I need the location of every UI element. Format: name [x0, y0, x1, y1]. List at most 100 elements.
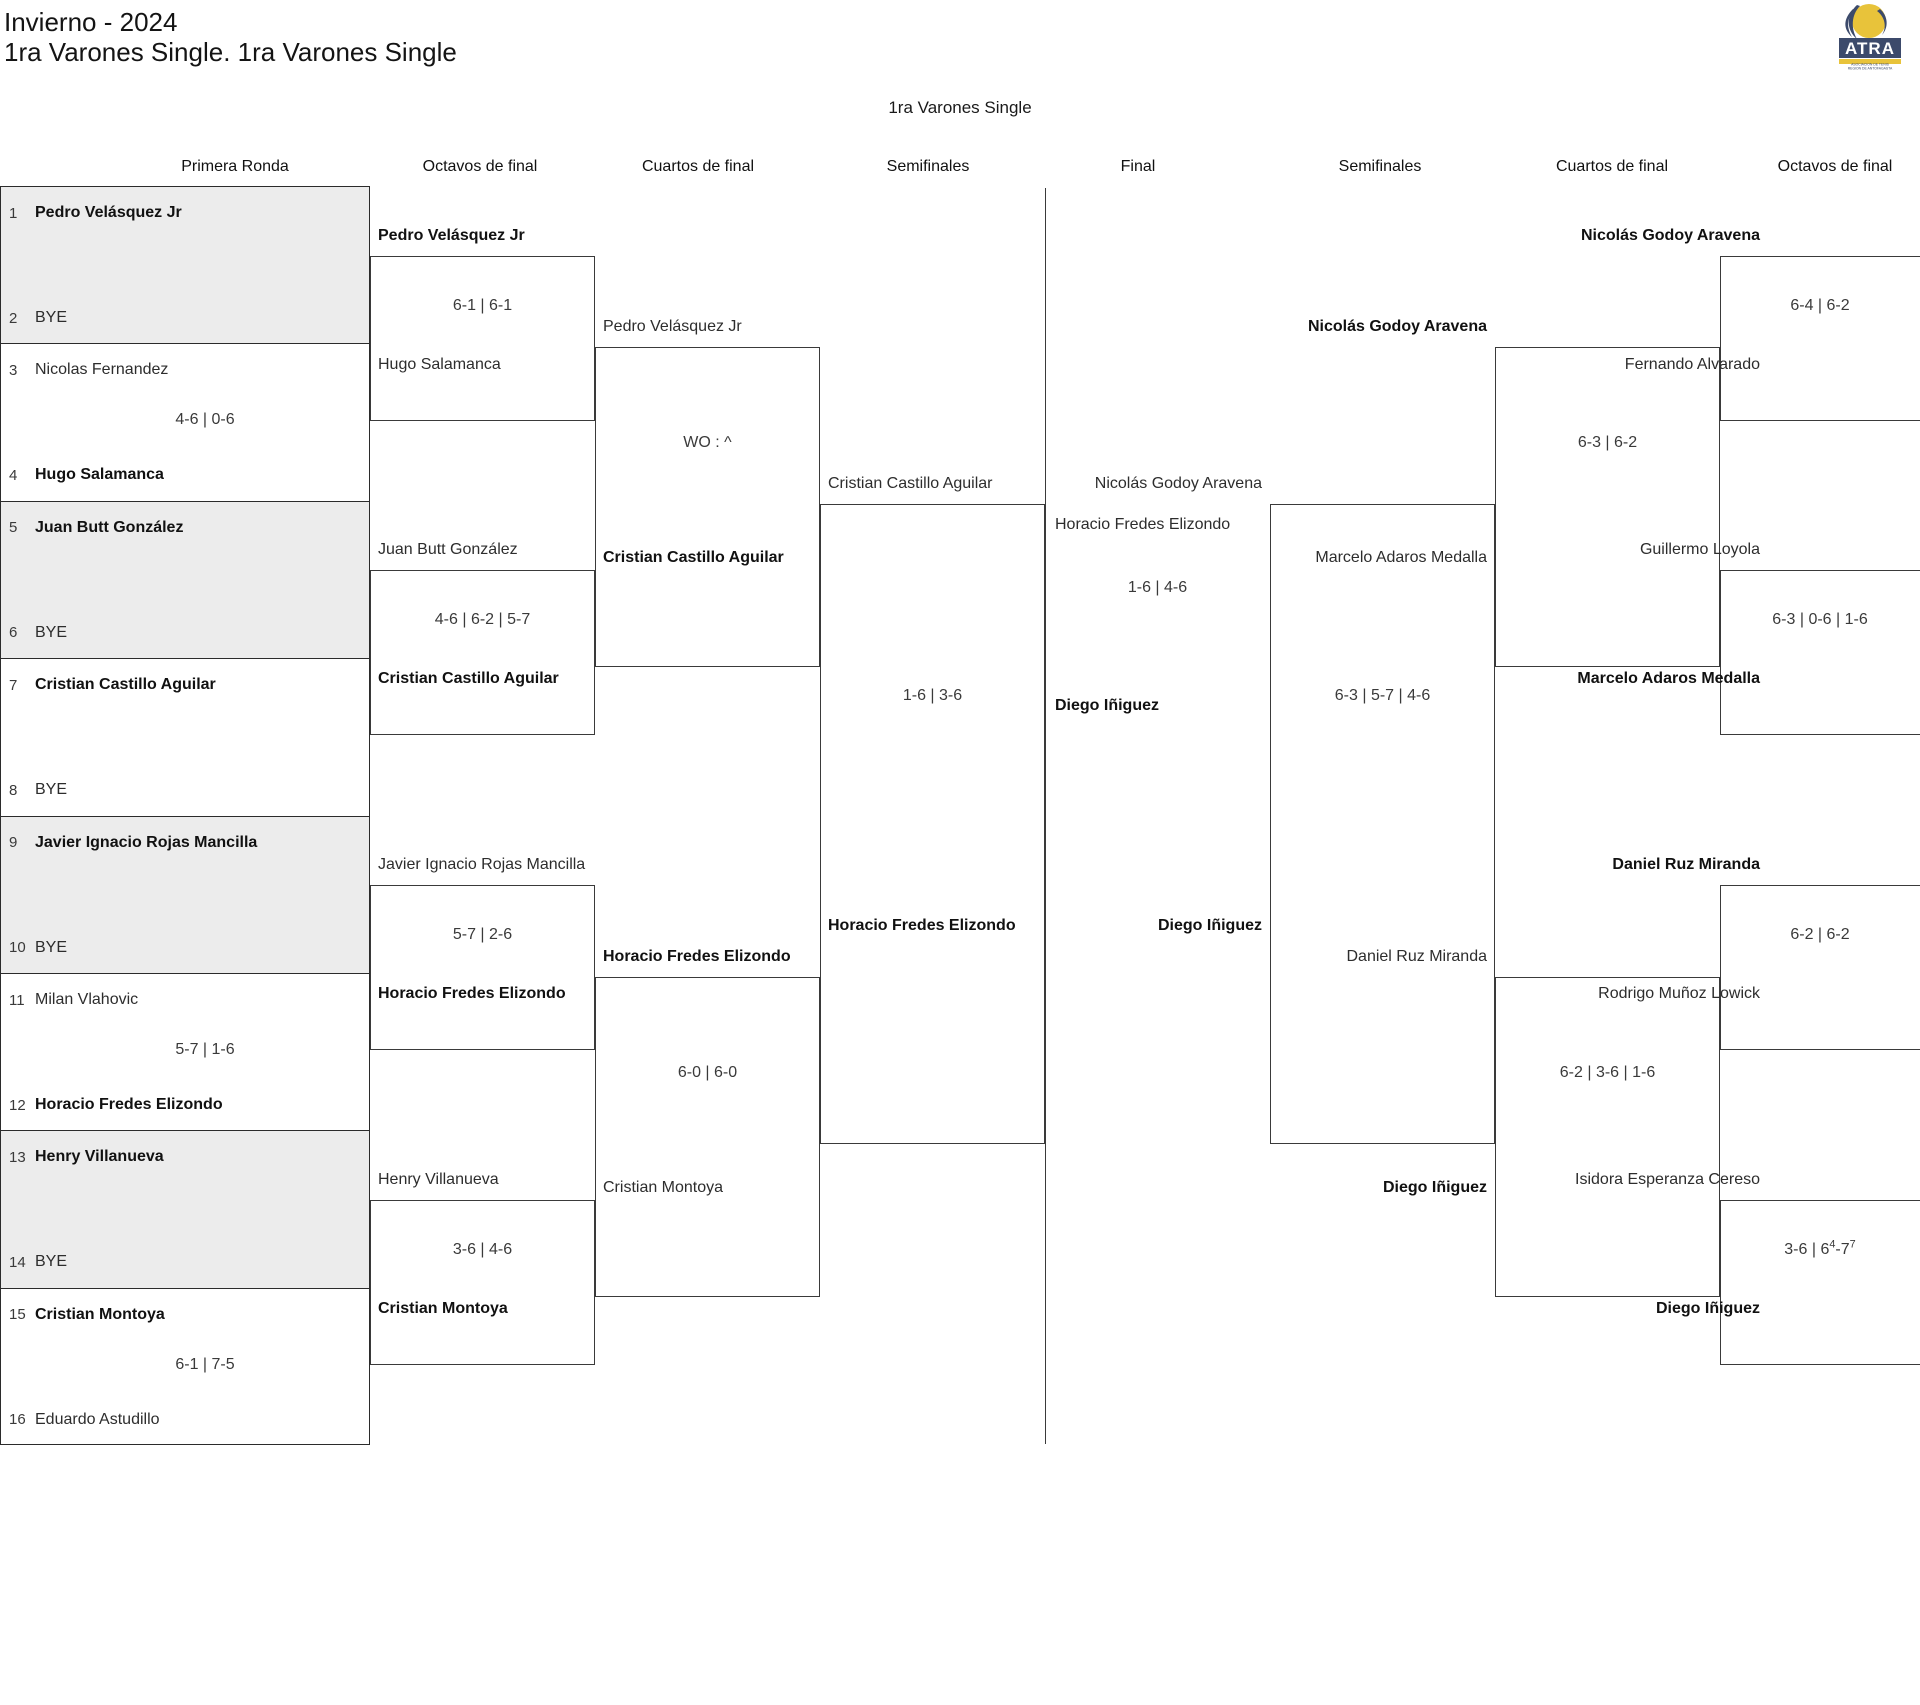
left-semifinal-box[interactable] — [820, 504, 1045, 1144]
player-name: Javier Ignacio Rojas Mancilla — [35, 833, 258, 851]
tournament-title: Invierno - 2024 — [4, 7, 178, 37]
right-cuartos-1-score: 6-3 | 6-2 — [1577, 434, 1638, 451]
first-round-entry[interactable]: 4 Hugo Salamanca — [1, 462, 369, 488]
seed-number: 7 — [9, 676, 18, 694]
right-octavos-4-player-top[interactable]: Isidora Esperanza Cereso — [1575, 1171, 1760, 1188]
left-cuartos-2-player-top[interactable]: Horacio Fredes Elizondo — [603, 948, 791, 965]
right-octavos-3-player-bottom[interactable]: Rodrigo Muñoz Lowick — [1598, 984, 1760, 1002]
right-semifinal-box[interactable] — [1270, 504, 1495, 1144]
first-round-entry[interactable]: 13 Henry Villanueva — [1, 1144, 369, 1170]
left-octavos-3-box[interactable] — [370, 885, 595, 1050]
left-cuartos-1-player-bottom[interactable]: Cristian Castillo Aguilar — [603, 549, 784, 567]
left-octavos-4-player-top[interactable]: Henry Villanueva — [378, 1171, 499, 1188]
left-octavos-2-player-bottom[interactable]: Cristian Castillo Aguilar — [378, 669, 559, 687]
right-cuartos-2-player-bottom[interactable]: Diego Iñiguez — [1383, 1179, 1487, 1197]
left-cuartos-2-player-bottom[interactable]: Cristian Montoya — [603, 1179, 724, 1197]
svg-text:ASOCIACION DE TENIS: ASOCIACION DE TENIS — [1851, 63, 1890, 67]
right-cuartos-2-player-top[interactable]: Daniel Ruz Miranda — [1346, 948, 1487, 965]
seed-number: 13 — [9, 1148, 26, 1166]
right-cuartos-1-box[interactable] — [1495, 347, 1720, 667]
seed-number: 6 — [9, 624, 18, 642]
left-octavos-1-box[interactable] — [370, 256, 595, 421]
right-semifinal-player-bottom[interactable]: Diego Iñiguez — [1158, 917, 1262, 935]
left-octavos-1-player-bottom[interactable]: Hugo Salamanca — [378, 355, 501, 373]
seed-number: 10 — [9, 939, 26, 957]
final-player-bottom[interactable]: Diego Iñiguez — [1055, 697, 1159, 715]
right-semifinal-player-top[interactable]: Nicolás Godoy Aravena — [1094, 475, 1262, 492]
right-octavos-2-player-top[interactable]: Guillermo Loyola — [1639, 541, 1760, 558]
draw-title: 1ra Varones Single — [888, 98, 1032, 117]
player-name: Hugo Salamanca — [35, 466, 164, 484]
left-cuartos-1-player-top[interactable]: Pedro Velásquez Jr — [603, 318, 742, 335]
player-name: BYE — [35, 623, 68, 641]
left-semifinal-player-bottom[interactable]: Horacio Fredes Elizondo — [828, 917, 1016, 935]
left-octavos-4-box[interactable] — [370, 1200, 595, 1365]
left-semifinal-player-top[interactable]: Cristian Castillo Aguilar — [828, 475, 993, 492]
left-octavos-3-player-bottom[interactable]: Horacio Fredes Elizondo — [378, 984, 566, 1002]
right-octavos-1-player-top[interactable]: Nicolás Godoy Aravena — [1580, 227, 1760, 244]
right-cuartos-1-player-bottom[interactable]: Marcelo Adaros Medalla — [1315, 549, 1487, 567]
right-octavos-2-player-bottom[interactable]: Marcelo Adaros Medalla — [1577, 669, 1760, 687]
right-octavos-3-player-top[interactable]: Daniel Ruz Miranda — [1612, 856, 1760, 873]
right-cuartos-1-player-top[interactable]: Nicolás Godoy Aravena — [1307, 318, 1487, 335]
right-octavos-4-score: 3-6 | 64-77 — [1784, 1238, 1856, 1258]
left-octavos-3-player-top[interactable]: Javier Ignacio Rojas Mancilla — [378, 856, 586, 873]
player-name: Eduardo Astudillo — [35, 1410, 160, 1428]
match-score: 4-6 | 0-6 — [175, 411, 235, 429]
first-round-entry[interactable]: 6 BYE — [1, 620, 369, 646]
left-cuartos-2-box[interactable] — [595, 977, 820, 1297]
right-octavos-3-score: 6-2 | 6-2 — [1790, 925, 1850, 943]
round-header-primera-ronda: Primera Ronda — [181, 158, 289, 175]
player-name: Henry Villanueva — [35, 1148, 164, 1166]
right-octavos-3-box[interactable] — [1720, 885, 1920, 1050]
left-octavos-4-player-bottom[interactable]: Cristian Montoya — [378, 1299, 508, 1317]
right-cuartos-2-box[interactable] — [1495, 977, 1720, 1297]
seed-number: 4 — [9, 466, 18, 484]
player-name: Nicolas Fernandez — [35, 361, 169, 379]
right-octavos-4-player-bottom[interactable]: Diego Iñiguez — [1656, 1299, 1760, 1317]
right-octavos-2-box[interactable] — [1720, 570, 1920, 735]
right-octavos-4-box[interactable] — [1720, 1200, 1920, 1365]
right-octavos-2-score: 6-3 | 0-6 | 1-6 — [1772, 610, 1868, 628]
seed-number: 9 — [9, 834, 18, 852]
left-cuartos-1-box[interactable] — [595, 347, 820, 667]
first-round-entry[interactable]: 7 Cristian Castillo Aguilar — [1, 672, 369, 698]
first-round-entry[interactable]: 9 Javier Ignacio Rojas Mancilla — [1, 830, 369, 856]
seed-number: 14 — [9, 1253, 26, 1271]
player-name: Cristian Castillo Aguilar — [35, 676, 216, 694]
tennis-ball-icon — [1845, 4, 1887, 39]
player-name: Horacio Fredes Elizondo — [35, 1096, 223, 1113]
right-octavos-1-player-bottom[interactable]: Fernando Alvarado — [1624, 355, 1760, 373]
final-score: 1-6 | 4-6 — [1127, 578, 1188, 596]
seed-number: 2 — [9, 309, 18, 327]
final-player-top[interactable]: Horacio Fredes Elizondo — [1055, 515, 1231, 533]
player-name: Pedro Velásquez Jr — [35, 204, 182, 221]
left-octavos-1-player-top[interactable]: Pedro Velásquez Jr — [378, 227, 525, 244]
player-name: Juan Butt González — [35, 518, 184, 536]
left-cuartos-1-score: WO : ^ — [683, 434, 732, 451]
left-octavos-2-player-top[interactable]: Juan Butt González — [378, 541, 518, 558]
round-header-left-octavos: Octavos de final — [422, 158, 538, 175]
player-name: Cristian Montoya — [35, 1305, 165, 1323]
right-octavos-1-box[interactable] — [1720, 256, 1920, 421]
left-octavos-2-box[interactable] — [370, 570, 595, 735]
